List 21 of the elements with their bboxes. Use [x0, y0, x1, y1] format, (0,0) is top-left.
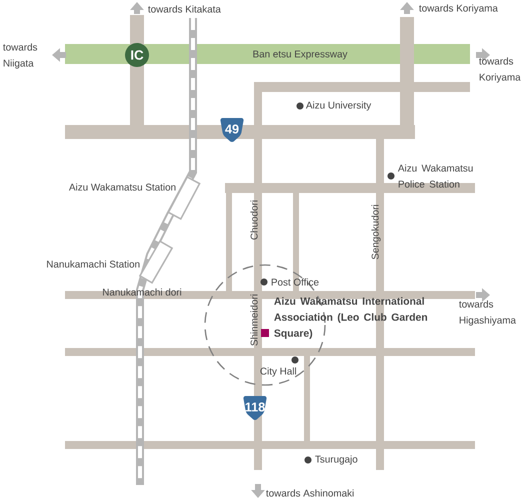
place-label: towards Niigata	[3, 43, 38, 69]
place-label: towards Ashinomaki	[266, 489, 354, 497]
street-label: Shinmeidori	[250, 294, 258, 346]
place-label: Aizu Wakamatsu Station	[68, 183, 176, 191]
route-shield: 49	[220, 118, 244, 142]
interchange-badge: IC	[125, 43, 149, 67]
place-label: Nanukamachi dori	[103, 288, 182, 296]
place-label: Aizu University	[306, 101, 372, 111]
place-label: Ban etsu Expressway	[253, 50, 348, 60]
place-label: towards Koriyama	[479, 57, 521, 83]
street-label: Chuodori	[250, 200, 258, 240]
route-shield: 118	[243, 396, 267, 420]
place-label: Post Office	[272, 278, 319, 286]
place-label: Tsurugajo	[315, 455, 358, 465]
place-label: towards Kitakata	[148, 5, 221, 13]
place-label: City Hall	[260, 367, 296, 377]
place-label: towards Koriyama	[419, 4, 498, 14]
place-label: Aizu Wakamatsu Police Station	[398, 164, 473, 188]
place-label: towards Higashiyama	[459, 300, 516, 326]
place-label: Nanukamachi Station	[47, 260, 140, 268]
street-label: Sengokudori	[371, 204, 381, 260]
